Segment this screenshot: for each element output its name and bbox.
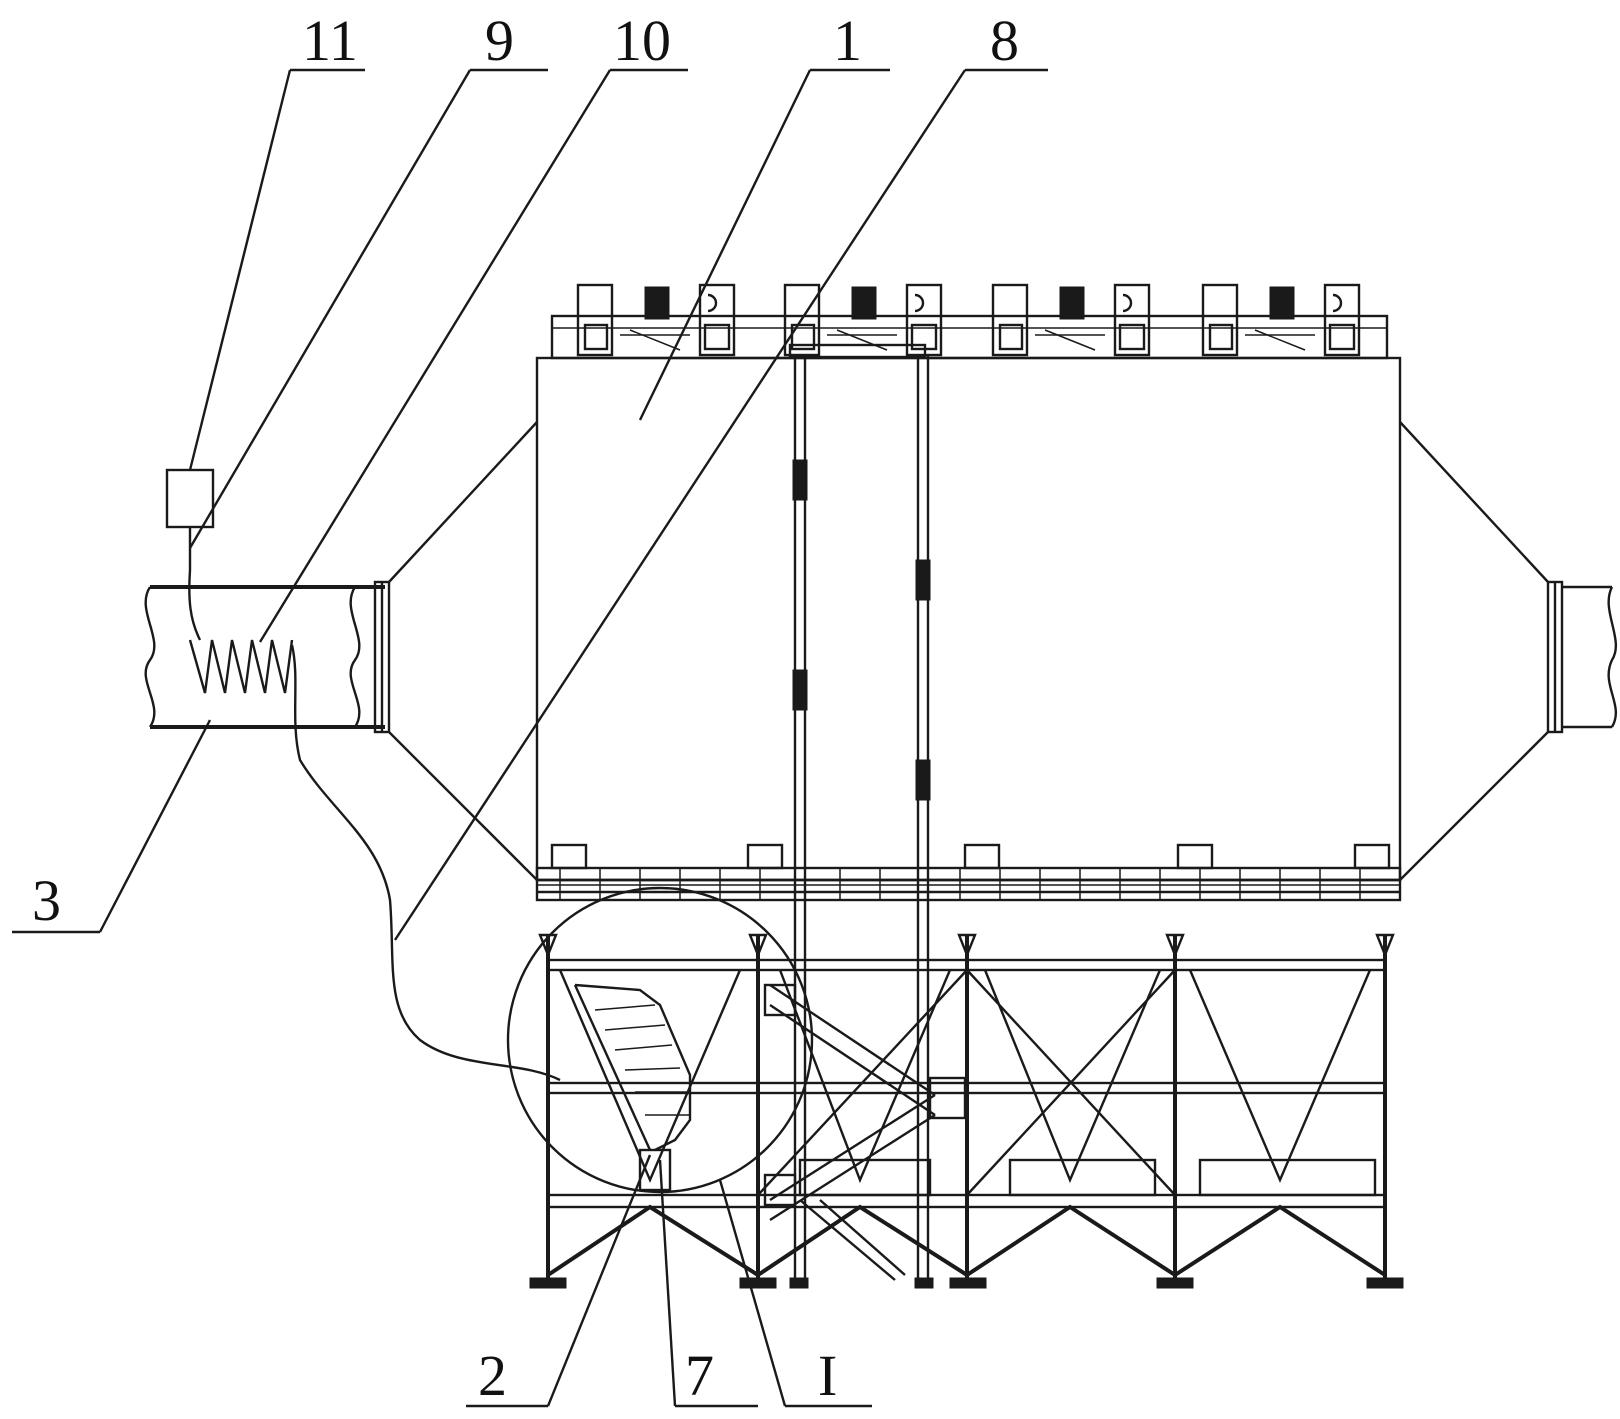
label-7: 7: [685, 1343, 714, 1408]
collector-body: [535, 356, 1402, 882]
label-1: 1: [833, 8, 862, 73]
heater-cable: [290, 644, 561, 1082]
label-9: 9: [485, 8, 514, 73]
detail-circle-I: [506, 886, 814, 1194]
label-3: 3: [32, 868, 61, 933]
leader-lines: [12, 68, 1048, 1408]
sensor-wire: [188, 527, 202, 641]
label-11: 11: [302, 8, 358, 73]
inlet-duct: [144, 580, 391, 734]
top-walkway: [550, 314, 1389, 360]
label-8: 8: [990, 8, 1019, 73]
heating-coil: [188, 639, 294, 694]
outlet-duct: [1399, 421, 1618, 881]
stair: [763, 983, 967, 1281]
label-2: 2: [478, 1343, 507, 1408]
heated-hopper: [573, 983, 692, 1152]
support-frame: [529, 933, 1404, 1289]
valve-groups: [576, 283, 1361, 357]
ladder-pipes: [788, 343, 931, 1280]
middle-walkway: [535, 843, 1402, 902]
part-labels: 11 9 10 1 8 3 2 7 I: [32, 8, 1019, 1408]
label-I: I: [818, 1343, 837, 1408]
label-10: 10: [613, 8, 671, 73]
